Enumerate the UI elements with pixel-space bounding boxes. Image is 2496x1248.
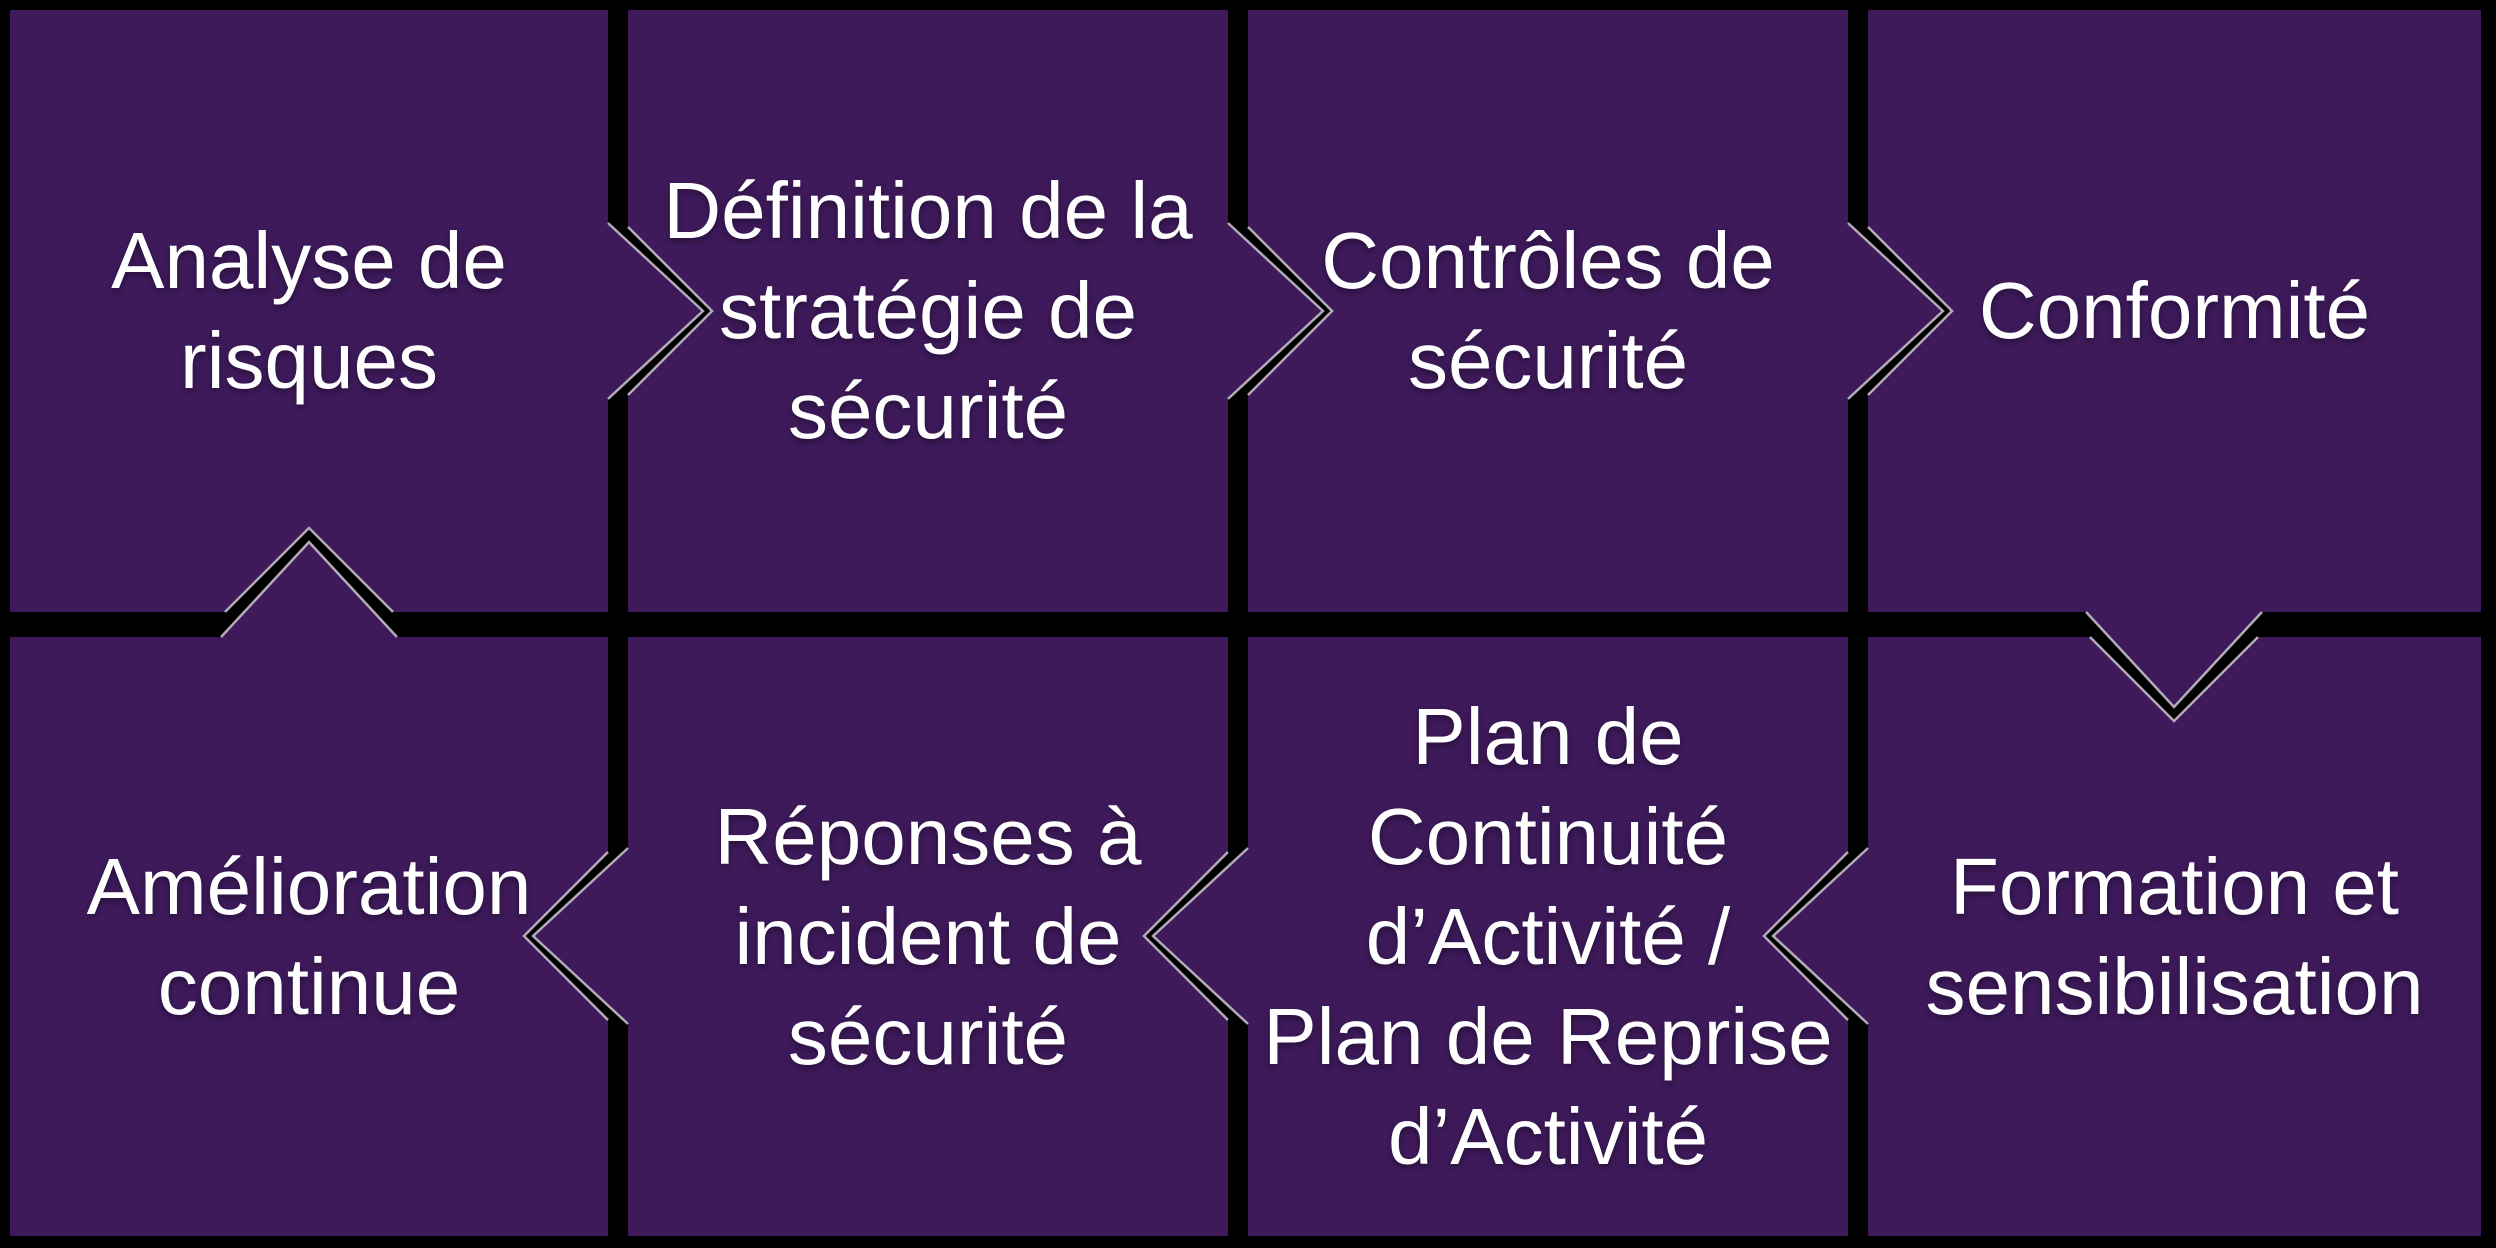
- connector-edge-highlight: [627, 226, 714, 396]
- connector-edge-highlight: [2089, 636, 2259, 723]
- connector-edge-highlight: [1227, 222, 1325, 400]
- connector-edge-highlight: [1847, 222, 1945, 400]
- connector-edge-highlight: [1762, 851, 1849, 1021]
- step-shape-analyse-de-risques: [10, 10, 703, 612]
- connector-edge-highlight: [1151, 847, 1249, 1025]
- connector-edge-highlight: [1247, 226, 1334, 396]
- connector-edge-highlight: [1142, 851, 1229, 1021]
- step-shape-reponses-incident: [533, 637, 1228, 1236]
- connector-edge-highlight: [522, 851, 609, 1021]
- connector-edge-highlight: [220, 540, 398, 638]
- connector-edge-highlight: [2085, 611, 2263, 709]
- step-shape-formation-sensibilisation: [1773, 637, 2481, 1236]
- connector-edge-highlight: [1771, 847, 1869, 1025]
- step-shape-amelioration-continue: [10, 542, 608, 1236]
- step-shape-pca-pra: [1153, 637, 1848, 1236]
- step-shape-conformite: [1868, 10, 2481, 707]
- step-shape-controles-securite: [1248, 10, 1943, 612]
- connector-edge-highlight: [1867, 226, 1954, 396]
- step-shape-definition-strategie: [628, 10, 1323, 612]
- connector-edge-highlight: [607, 222, 705, 400]
- connector-edge-highlight: [531, 847, 629, 1025]
- connector-edge-highlight: [224, 526, 394, 613]
